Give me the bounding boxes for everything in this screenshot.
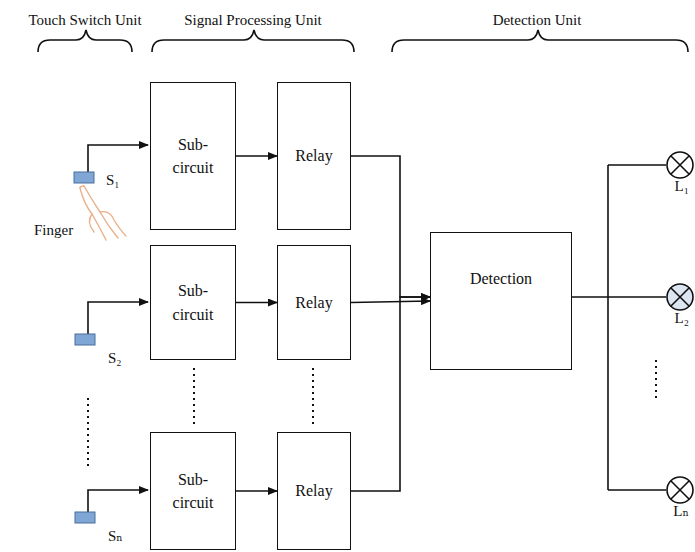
- signal-connector: [351, 301, 430, 303]
- brace: [152, 30, 354, 52]
- switch-label: Sₙ: [108, 528, 123, 545]
- touch-switch: [75, 512, 95, 523]
- sub-circuit-box: Sub- circuit: [150, 245, 236, 360]
- box-label: Relay: [295, 291, 332, 314]
- signal-connector: [351, 297, 430, 491]
- ellipsis-dots: [193, 368, 195, 424]
- switch-wire: [88, 490, 148, 512]
- lamp-symbol: [667, 284, 693, 310]
- brace: [392, 30, 688, 52]
- signal-connector: [236, 490, 277, 492]
- box-label: Sub- circuit: [173, 133, 214, 179]
- touch-switch: [74, 172, 94, 183]
- unit-heading: Touch Switch Unit: [28, 12, 141, 29]
- sub-circuit-box: Sub- circuit: [150, 432, 236, 550]
- signal-connector: [351, 156, 430, 297]
- unit-heading: Detection Unit: [493, 12, 582, 29]
- switch-wire: [88, 302, 148, 334]
- relay-box: Relay: [277, 82, 351, 230]
- finger-sketch: [80, 186, 126, 240]
- box-label: Sub- circuit: [173, 279, 214, 325]
- sub-circuit-box: Sub- circuit: [150, 82, 236, 230]
- unit-heading: Signal Processing Unit: [184, 12, 322, 29]
- signal-connector: [236, 155, 277, 157]
- lamp-symbol: [667, 152, 693, 178]
- brace: [38, 30, 132, 52]
- ellipsis-dots: [655, 360, 657, 402]
- relay-box: Relay: [277, 245, 351, 360]
- ellipsis-dots: [312, 368, 314, 424]
- detection-box: Detection: [430, 232, 572, 370]
- output-bus: [572, 165, 666, 490]
- switch-wire: [88, 145, 148, 172]
- box-label: Detection: [470, 267, 532, 290]
- lamp-symbol: [667, 477, 693, 503]
- ellipsis-dots: [87, 398, 89, 466]
- touch-switch: [75, 334, 95, 345]
- box-label: Relay: [295, 144, 332, 167]
- box-label: Relay: [295, 479, 332, 502]
- relay-box: Relay: [277, 432, 351, 550]
- lamp-label: Lₙ: [673, 503, 689, 520]
- lamp-label: L₁: [675, 178, 689, 195]
- signal-connector: [236, 302, 277, 304]
- switch-label: S₁: [106, 172, 120, 189]
- switch-label: S₂: [108, 350, 122, 367]
- finger-label: Finger: [34, 222, 73, 239]
- lamp-label: L₂: [675, 310, 689, 327]
- box-label: Sub- circuit: [173, 468, 214, 514]
